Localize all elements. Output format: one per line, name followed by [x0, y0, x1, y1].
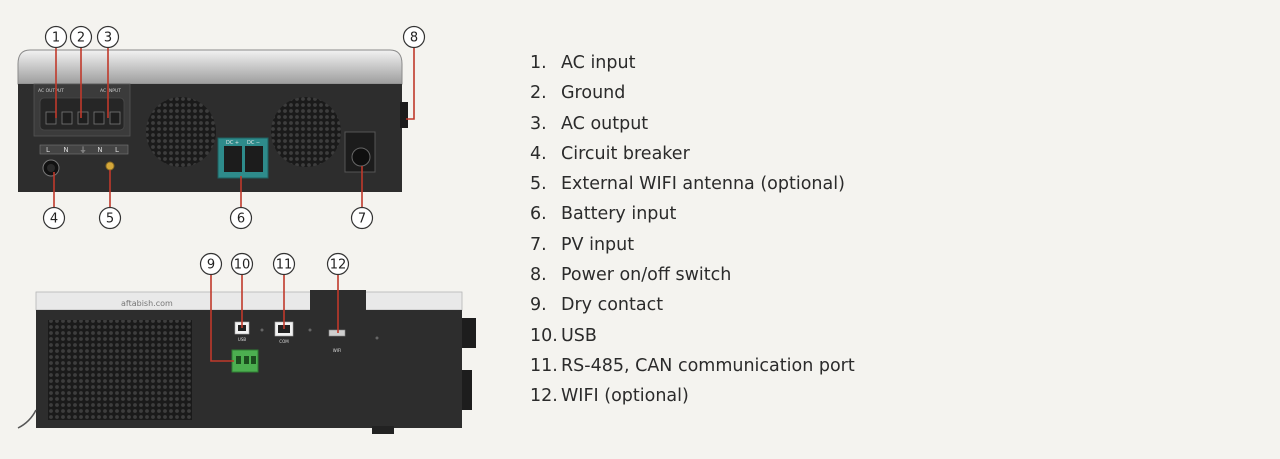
svg-text:1: 1	[52, 31, 60, 46]
svg-text:8: 8	[410, 31, 418, 46]
svg-text:11: 11	[276, 258, 293, 273]
svg-text:2: 2	[77, 31, 85, 46]
wifi-port-text: WIFI	[333, 348, 342, 353]
rear-view: aftabish.com USB COM WIFI	[17, 290, 476, 434]
legend-item: 9.Dry contact	[530, 295, 664, 316]
legend-item: 2.Ground	[530, 83, 626, 104]
callout-9: 9	[199, 252, 223, 276]
callout-4: 4	[42, 206, 66, 230]
fan-left	[146, 97, 216, 167]
component-legend: 1.AC input 2.Ground 3.AC output 4.Circui…	[530, 50, 855, 414]
callout-6: 6	[229, 206, 253, 230]
terminal-letter-3: ⏚	[80, 146, 87, 154]
legend-item: 1.AC input	[530, 53, 636, 73]
wifi-port[interactable]	[328, 329, 346, 337]
legend-item: 7.PV input	[530, 234, 635, 255]
callout-7: 7	[350, 206, 374, 230]
leader-lines	[53, 48, 415, 362]
ac-output-text: AC OUTPUT	[38, 88, 64, 94]
watermark-text: aftabish.com	[121, 299, 173, 308]
callout-1: 1	[44, 25, 68, 49]
callout-11: 11	[272, 252, 296, 276]
inverter-diagram: AC OUTPUT AC INPUT L N ⏚ N L DC + D	[17, 25, 476, 434]
svg-text:3: 3	[104, 31, 112, 46]
legend-item: 5.External WIFI antenna (optional)	[530, 174, 845, 195]
fan-right	[271, 97, 341, 167]
callout-circles: 1 2 3 4 5 6 7 8 9 10 11 12	[42, 25, 426, 276]
svg-text:5: 5	[106, 212, 114, 227]
callout-8: 8	[402, 25, 426, 49]
rear-vent	[48, 320, 192, 420]
legend-item: 10.USB	[530, 325, 597, 346]
svg-text:12: 12	[330, 258, 347, 273]
callout-2: 2	[69, 25, 93, 49]
terminal-letter-1: L	[46, 146, 50, 154]
dc-minus-text: DC −	[247, 140, 260, 146]
callout-5: 5	[98, 206, 122, 230]
legend-item: 4.Circuit breaker	[530, 143, 690, 164]
svg-text:6: 6	[237, 212, 245, 227]
power-switch[interactable]	[400, 102, 408, 128]
ac-input-text: AC INPUT	[100, 88, 121, 94]
legend-item: 11.RS-485, CAN communication port	[530, 355, 855, 376]
svg-text:7: 7	[358, 212, 366, 227]
terminal-letter-4: N	[97, 146, 102, 154]
svg-text:9: 9	[207, 258, 215, 273]
front-view: AC OUTPUT AC INPUT L N ⏚ N L DC + D	[17, 49, 408, 192]
callout-10: 10	[230, 252, 254, 276]
terminal-letter-2: N	[63, 146, 68, 154]
callout-3: 3	[96, 25, 120, 49]
terminal-letter-5: L	[115, 146, 119, 154]
svg-text:4: 4	[50, 212, 58, 227]
legend-item: 6.Battery input	[530, 204, 677, 225]
antenna-connector[interactable]	[105, 161, 115, 171]
svg-text:10: 10	[234, 258, 251, 273]
usb-port-text: USB	[238, 337, 246, 342]
legend-item: 8.Power on/off switch	[530, 265, 732, 286]
callout-12: 12	[326, 252, 350, 276]
legend-item: 3.AC output	[530, 113, 649, 134]
legend-item: 12.WIFI (optional)	[530, 386, 689, 407]
com-port-text: COM	[279, 339, 289, 344]
dc-plus-text: DC +	[226, 140, 239, 146]
